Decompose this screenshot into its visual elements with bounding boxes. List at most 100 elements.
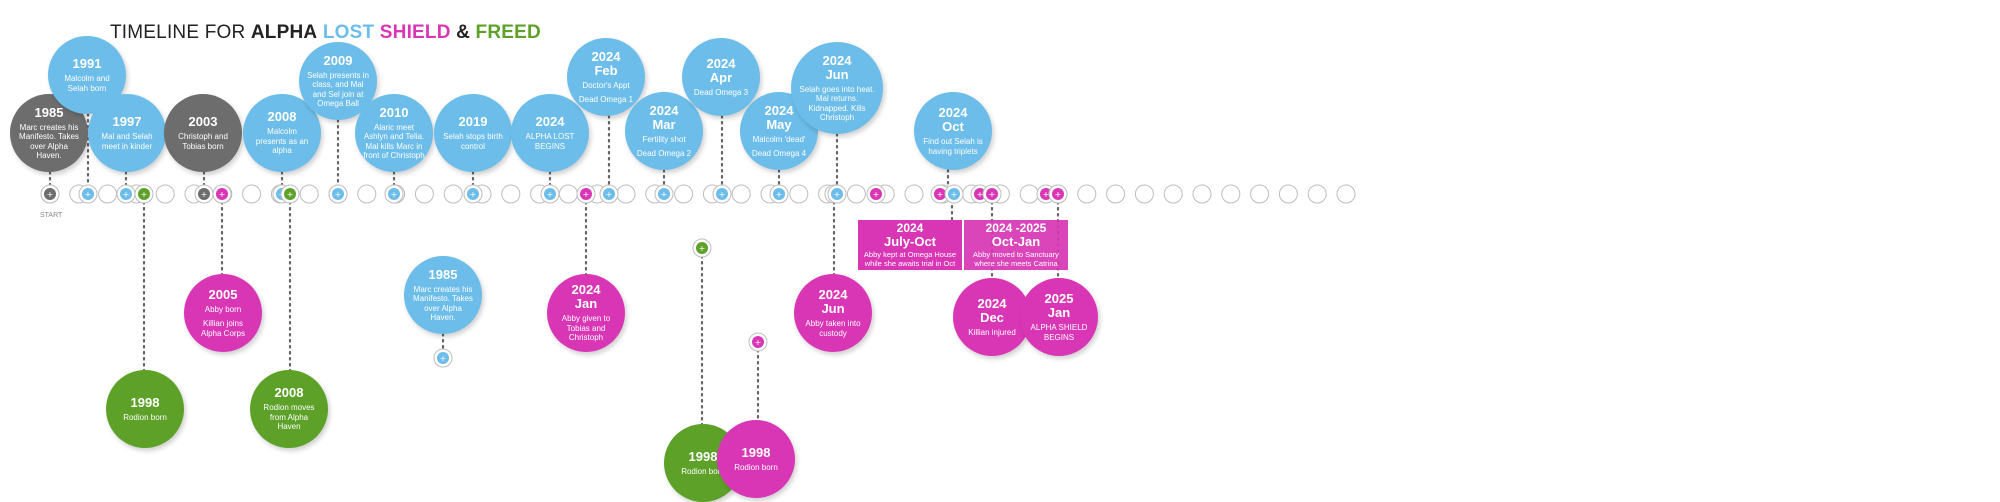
event-text: Malcolm 'dead' — [752, 134, 806, 144]
event-year: 1998 — [130, 394, 160, 410]
track-circle — [1250, 184, 1270, 204]
marker-dot — [1052, 188, 1064, 200]
banner-oct-jan: 2024 -2025 Oct-Jan Abby moved to Sanctua… — [964, 220, 1068, 270]
marker-plus-icon: + — [1043, 190, 1050, 199]
marker-plus-icon: + — [989, 190, 996, 199]
marker-dot — [138, 188, 150, 200]
event-year: 2024 — [818, 287, 848, 302]
track-circle — [731, 184, 751, 204]
track-circle — [443, 184, 463, 204]
track-circle — [98, 184, 118, 204]
marker-dot — [752, 336, 764, 348]
banner-july-oct: 2024 July-Oct Abby kept at Omega House w… — [858, 220, 962, 270]
track-circle — [904, 184, 924, 204]
marker-plus-icon: + — [440, 354, 447, 363]
track-circle — [155, 184, 175, 204]
marker-dot — [986, 188, 998, 200]
marker-plus-icon: + — [287, 190, 294, 199]
event-2024-bubble: 2024 ALPHA LOST BEGINS — [511, 94, 589, 172]
banner-text: Abby kept at Omega House while she await… — [863, 250, 957, 268]
event-text: ALPHA SHIELD BEGINS — [1030, 323, 1088, 342]
event-text: Abby taken into custody — [805, 319, 861, 338]
event-year: 1991 — [72, 56, 102, 71]
marker-dot — [284, 188, 296, 200]
event-1998-pink-bubble: 1998 Rodion born — [717, 420, 795, 498]
event-text: Selah presents in class, and Mal and Sel… — [307, 70, 369, 109]
track-circle — [1134, 184, 1154, 204]
track-circle — [1221, 184, 1241, 204]
event-year: 1998 — [741, 444, 771, 460]
event-2008-rodion-bubble: 2008 Rodion moves from Alpha Haven — [250, 370, 328, 448]
event-text-2: Dead Omega 4 — [751, 149, 807, 158]
event-2019-bubble: 2019 Selah stops birth control — [434, 94, 512, 172]
marker-plus-icon: + — [606, 190, 613, 199]
event-year: 2019 — [458, 114, 488, 129]
marker-plus-icon: + — [583, 190, 590, 199]
event-text: Killian injured — [968, 327, 1016, 337]
event-year: 2010 — [379, 104, 409, 120]
marker-plus-icon: + — [219, 190, 226, 199]
event-year: 2024 — [571, 282, 601, 298]
event-2008-bubble: 2008 Malcolm presents as an alpha — [243, 94, 321, 172]
event-text: Marc creates his Manifesto. Takes over A… — [19, 122, 79, 161]
event-year: 2024 — [977, 295, 1007, 311]
event-text: Abby given to Tobias and Christoph — [561, 314, 611, 343]
event-text: Christoph and Tobias born — [178, 132, 228, 151]
marker-dot — [44, 188, 56, 200]
event-2024-oct-bubble: 2024 Oct Find out Selah is having triple… — [914, 92, 992, 170]
marker-dot — [467, 188, 479, 200]
marker-plus-icon: + — [123, 190, 130, 199]
event-month: Mar — [652, 116, 676, 132]
marker-plus-icon: + — [391, 190, 398, 199]
event-text: Marc creates his Manifesto. Takes over A… — [413, 284, 473, 323]
event-text: Malcolm and Selah born — [64, 74, 110, 93]
event-year: 2024 — [764, 102, 794, 118]
event-month: Oct — [942, 119, 964, 134]
page-title: TIMELINE FOR ALPHA LOST SHIELD & FREED — [110, 22, 541, 43]
marker-dot — [437, 352, 449, 364]
event-year: 2024 — [591, 48, 621, 64]
event-text: Find out Selah is having triplets — [923, 137, 983, 156]
event-year: 1985 — [428, 266, 458, 282]
event-year: 1985 — [34, 104, 64, 120]
event-text: Rodion moves from Alpha Haven — [263, 403, 315, 432]
event-month: Jun — [825, 66, 849, 82]
track-circle — [1106, 184, 1126, 204]
title-amp: & — [456, 22, 471, 43]
event-text: Rodion born — [734, 462, 778, 472]
event-month: Jun — [821, 301, 845, 316]
banner-year: 2024 -2025 — [985, 221, 1047, 235]
marker-plus-icon: + — [873, 190, 880, 199]
event-1985-lower-bubble: 1985 Marc creates his Manifesto. Takes o… — [404, 256, 482, 334]
marker-dot — [82, 188, 94, 200]
track-circle — [1336, 184, 1356, 204]
marker-dot — [716, 188, 728, 200]
marker-dot — [388, 188, 400, 200]
marker-dot — [120, 188, 132, 200]
event-2024-mar-bubble: 2024 Mar Fertility shot Dead Omega 2 — [625, 92, 703, 170]
marker-plus-icon: + — [1055, 190, 1062, 199]
marker-plus-icon: + — [699, 244, 706, 253]
event-text: Rodion born — [123, 412, 167, 422]
event-month: Jan — [574, 296, 598, 312]
track-circle — [616, 184, 636, 204]
marker-dot — [332, 188, 344, 200]
track-circle — [299, 184, 319, 204]
event-month: Dec — [980, 309, 1004, 325]
event-2005-bubble: 2005 Abby born Killian joins Alpha Corps — [184, 274, 262, 352]
event-1997-bubble: 1997 Mal and Selah meet in kinder — [88, 94, 166, 172]
event-text: Alaric meet Ashlyn and Telia. Mal kills … — [363, 122, 425, 161]
event-2024-jun-custody-bubble: 2024 Jun Abby taken into custody — [794, 274, 872, 352]
event-year: 2024 — [535, 114, 565, 129]
banner-month: Oct-Jan — [991, 234, 1041, 249]
title-lost: LOST — [322, 22, 375, 43]
event-year: 2009 — [323, 52, 353, 68]
event-2024-jan-bubble: 2024 Jan Abby given to Tobias and Christ… — [547, 274, 625, 352]
marker-plus-icon: + — [470, 190, 477, 199]
event-year: 2024 — [822, 52, 852, 68]
track-circle — [558, 184, 578, 204]
event-text: Doctor's Appt — [582, 80, 630, 90]
marker-dot — [544, 188, 556, 200]
track-circle — [674, 184, 694, 204]
